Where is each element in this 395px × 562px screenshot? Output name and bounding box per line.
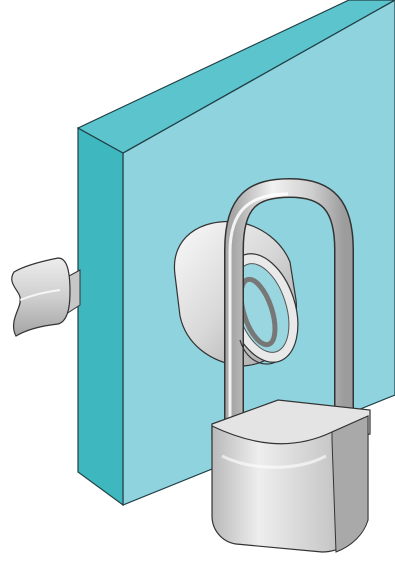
padlock-body-side — [332, 416, 368, 552]
padlock-body — [212, 400, 370, 552]
cabinet-panel-edge — [78, 128, 123, 505]
handle-grip — [12, 258, 70, 336]
